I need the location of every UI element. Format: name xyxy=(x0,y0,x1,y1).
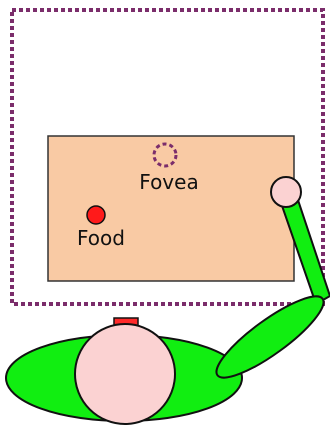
food-label: Food xyxy=(77,226,125,250)
fovea-label: Fovea xyxy=(139,170,198,194)
head-icon xyxy=(75,324,175,424)
table-surface xyxy=(48,136,294,281)
food-dot-icon xyxy=(87,206,105,224)
hand-icon xyxy=(271,177,301,207)
upper-arm xyxy=(207,285,330,389)
